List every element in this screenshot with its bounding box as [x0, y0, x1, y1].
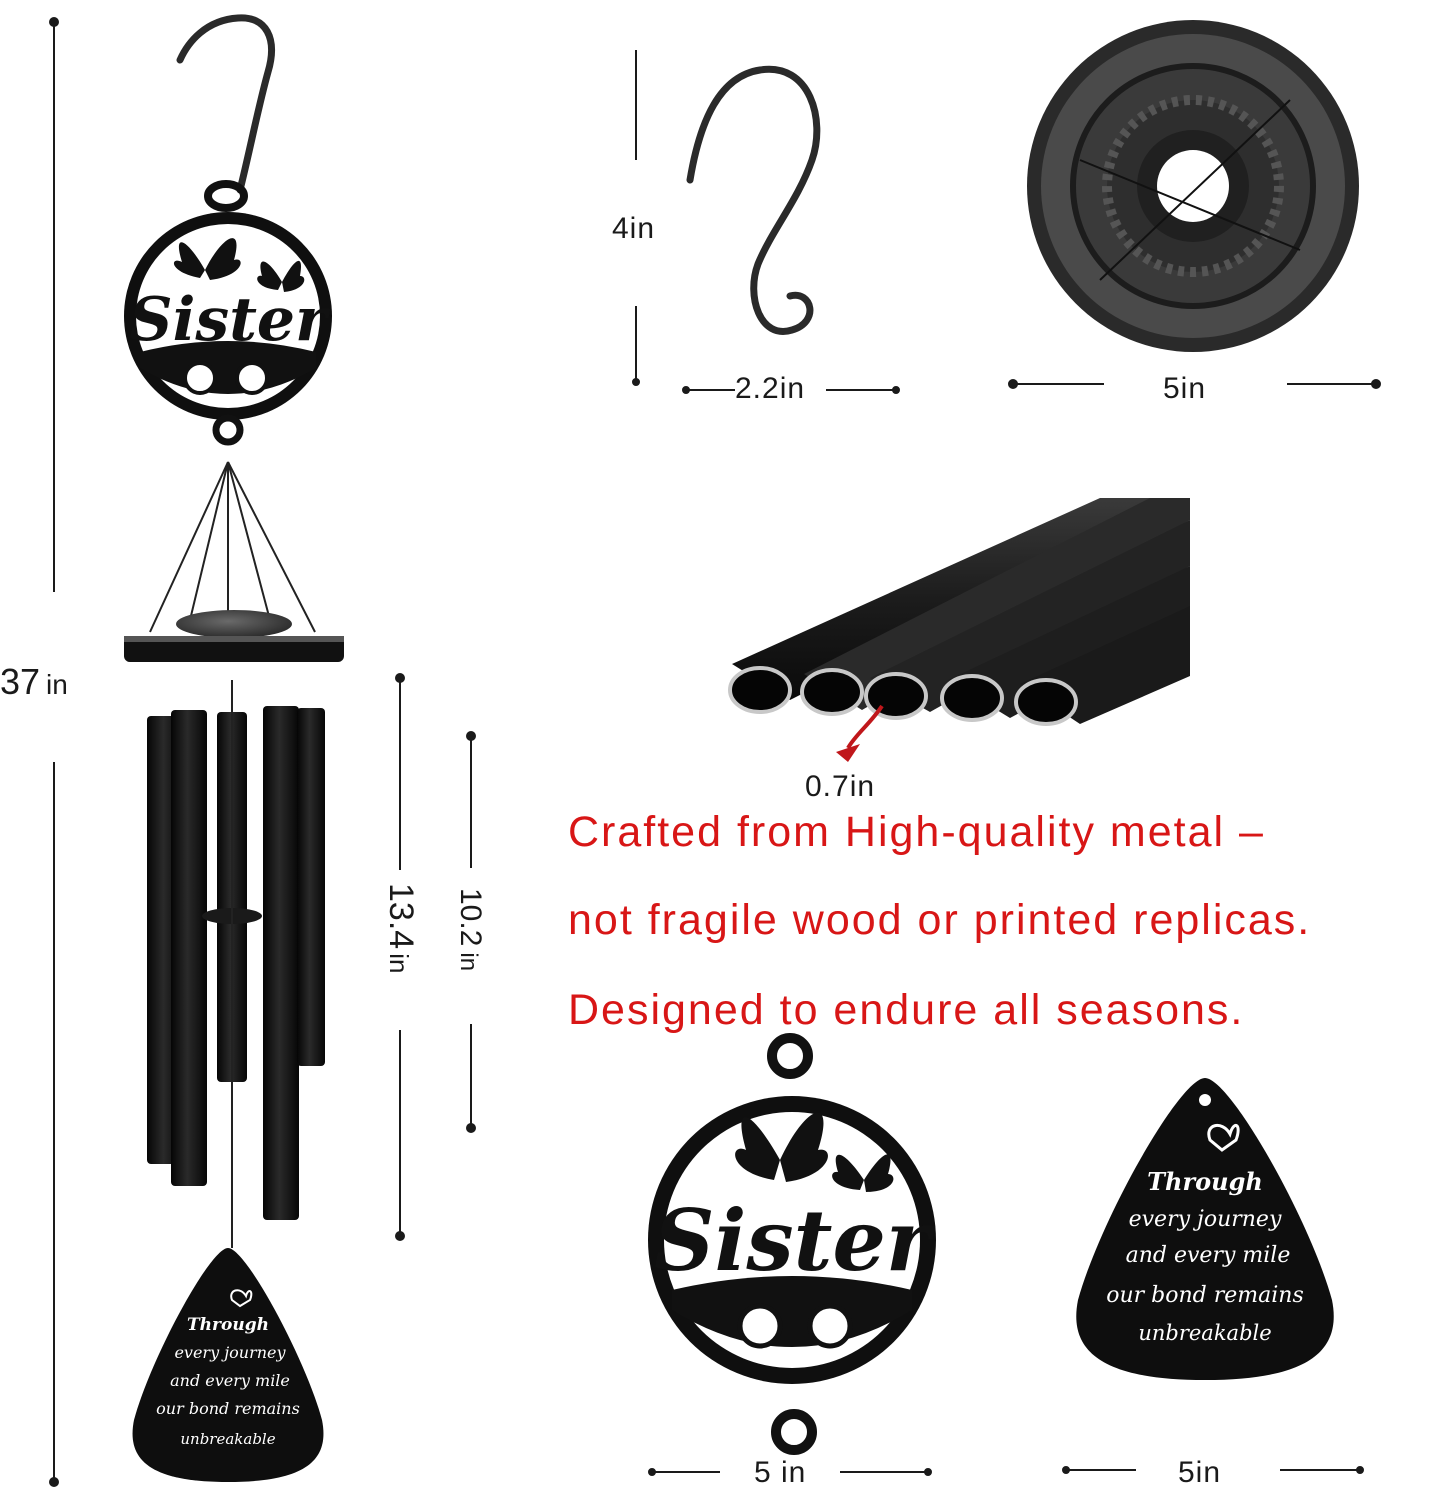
- arrow-head: [836, 744, 860, 762]
- top-cap-dimension-line: [1008, 379, 1381, 389]
- cap-center-hole: [1157, 150, 1229, 222]
- tube-end: [1014, 678, 1078, 726]
- longest-tube-dimension-line: [395, 673, 405, 1241]
- plaque-line: unbreakable: [1138, 1321, 1271, 1345]
- shortest-tube-value: 10.2: [454, 888, 487, 947]
- chime-tubes: [147, 680, 325, 1248]
- plaque-line: every journey: [174, 1343, 286, 1362]
- tube-body: [948, 566, 1190, 718]
- plaque-line: every journey: [1129, 1207, 1282, 1232]
- plaque-detail: Through every journey and every mile our…: [1062, 1078, 1364, 1474]
- tube-diameter-label: 0.7in: [805, 770, 876, 803]
- tubes-closeup: [728, 498, 1190, 762]
- hanging-hook: [176, 14, 275, 194]
- longest-tube-value: 13.4: [382, 883, 420, 950]
- butterfly-icon: [257, 260, 305, 292]
- hook-height-dimension-line: [632, 50, 640, 386]
- tube-end: [864, 672, 928, 720]
- tagline-line-3: Designed to endure all seasons.: [568, 986, 1245, 1034]
- flower-icon: [737, 1303, 783, 1349]
- wind-chime-assembled: Sister: [49, 14, 476, 1487]
- plaque-line: and every mile: [1126, 1243, 1291, 1268]
- tube-end: [728, 666, 792, 714]
- ornament-word: Sister: [654, 1191, 936, 1290]
- shortest-tube-label: 10.2 in: [454, 888, 487, 972]
- butterfly-icon: [832, 1154, 894, 1192]
- shortest-tube-unit: in: [455, 952, 482, 972]
- flower-icon: [183, 361, 217, 395]
- plaque-line: our bond remains: [1106, 1283, 1304, 1308]
- wind-catcher-plaque: Through every journey and every mile our…: [132, 1248, 324, 1482]
- heart-icon: [1207, 1124, 1240, 1152]
- hook-ring: [204, 180, 248, 212]
- ornament-word: Sister: [129, 285, 331, 355]
- ornament-width-label: 5 in: [754, 1456, 807, 1489]
- hook-width-dimension-line: [682, 386, 900, 394]
- top-cap-detail: [1008, 20, 1381, 389]
- butterfly-icon: [735, 1112, 828, 1182]
- plaque-line: and every mile: [170, 1371, 290, 1390]
- longest-tube-unit: in: [384, 953, 414, 974]
- flower-icon: [807, 1303, 853, 1349]
- tagline-line-1: Crafted from High-quality metal –: [568, 808, 1265, 856]
- chime-top-cap: [124, 610, 344, 662]
- tagline-line-2: not fragile wood or printed replicas.: [568, 896, 1312, 944]
- flower-icon: [235, 361, 269, 395]
- chime-tube: [171, 710, 207, 1186]
- plaque-line: our bond remains: [156, 1399, 300, 1418]
- plaque-width-dimension-line: [1062, 1466, 1364, 1474]
- tube-end: [800, 668, 864, 716]
- top-cap-diameter-label: 5in: [1163, 372, 1207, 405]
- tube-body: [804, 498, 1190, 710]
- tube-body: [870, 520, 1190, 712]
- tube-end: [940, 674, 1004, 722]
- diameter-arrow: [846, 704, 884, 750]
- ornament-width-dimension-line: [648, 1468, 932, 1476]
- chime-tube: [263, 706, 299, 1220]
- butterfly-icon: [173, 238, 241, 280]
- hook-width-label: 2.2in: [735, 372, 806, 405]
- ornament-detail: Sister: [648, 1033, 936, 1476]
- s-hook-detail: [632, 50, 900, 394]
- total-length-unit: in: [46, 669, 68, 700]
- plaque-line: unbreakable: [180, 1430, 275, 1448]
- longest-tube-label: 13.4 in: [382, 883, 420, 974]
- total-length-value: 37: [0, 661, 41, 702]
- plaque-width-label: 5in: [1178, 1456, 1222, 1489]
- shortest-tube-dimension-line: [466, 731, 476, 1133]
- s-hook: [686, 65, 821, 335]
- hook-height-label: 4in: [612, 212, 656, 245]
- suspension-strings: [149, 461, 316, 633]
- plaque-line: Through: [187, 1315, 269, 1335]
- heart-icon: [230, 1289, 253, 1308]
- sister-ornament: Sister: [124, 212, 332, 446]
- chime-tube: [297, 708, 325, 1066]
- total-length-dimension-line: [49, 17, 59, 1487]
- plaque-line: Through: [1147, 1167, 1263, 1196]
